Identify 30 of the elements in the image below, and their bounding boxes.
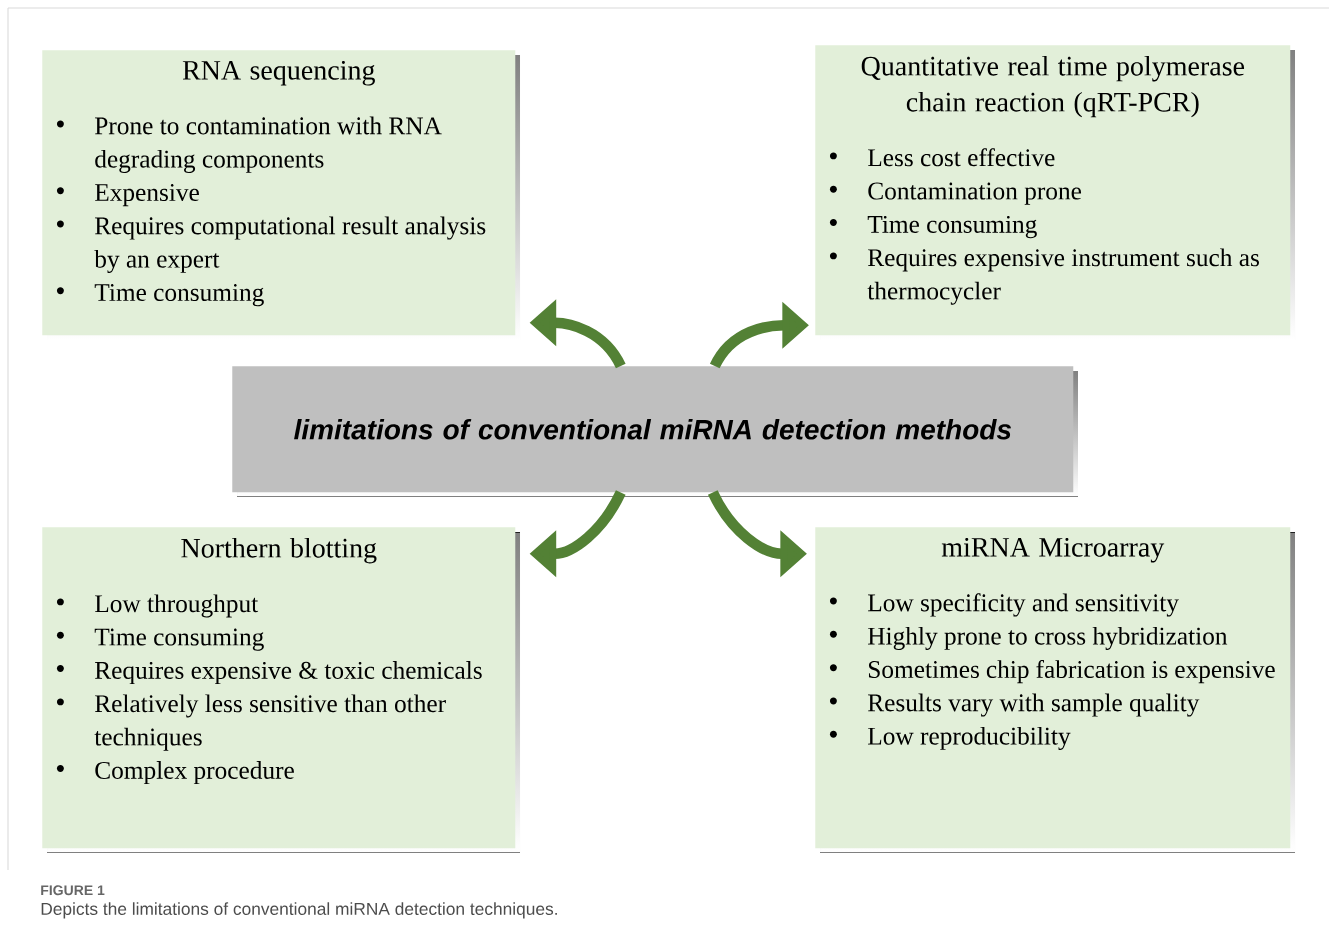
bullet-item: Results vary with sample quality: [829, 693, 1200, 717]
bullet-item: Low throughput: [56, 594, 259, 618]
center-box: [232, 366, 1078, 497]
bullet-item: Low reproducibility: [829, 726, 1071, 750]
bullet-item: Complex procedure: [56, 761, 294, 785]
bullet-item: Time consuming: [829, 215, 1037, 239]
title-text: limitations of conventional miRNA detection methods: [294, 419, 1012, 440]
bullet-item: Relatively less sensitive than other techniques: [56, 694, 446, 751]
caption: Depicts the limitations of conventional miRNA detection techniques.: [41, 902, 557, 919]
text-box: [815, 527, 1295, 853]
text-box: [42, 527, 520, 853]
bullet-item: Requires computational result analysis by an expert: [56, 216, 486, 273]
bullet-item: Low specificity and sensitivity: [829, 593, 1179, 617]
bullet-item: Time consuming: [56, 284, 264, 307]
bullet-item: Highly prone to cross hybridization: [829, 626, 1228, 650]
box-heading: Northern blotting: [181, 537, 377, 564]
text-box: [815, 45, 1295, 340]
bullet-item: Time consuming: [56, 628, 264, 651]
figure-number: FIGURE 1: [41, 885, 105, 896]
bullet-item: Expensive: [56, 184, 199, 207]
bullet-item: Requires expensive instrument such as thermocycler: [829, 248, 1259, 305]
bullet-item: Sometimes chip fabrication is expensive: [829, 659, 1275, 684]
bullet-item: Contamination prone: [829, 182, 1081, 205]
box-heading: Quantitative real time polymerase chain reaction (qRT-PCR): [861, 55, 1245, 118]
text-box: [42, 50, 520, 340]
bullet-item: Less cost effective: [829, 148, 1055, 167]
box-heading: miRNA Microarray: [941, 537, 1165, 563]
bullet-item: Requires expensive & toxic chemicals: [56, 661, 482, 685]
bullet-item: Prone to contamination with RNA degrading components: [56, 116, 442, 173]
box-heading: RNA sequencing: [182, 60, 375, 86]
